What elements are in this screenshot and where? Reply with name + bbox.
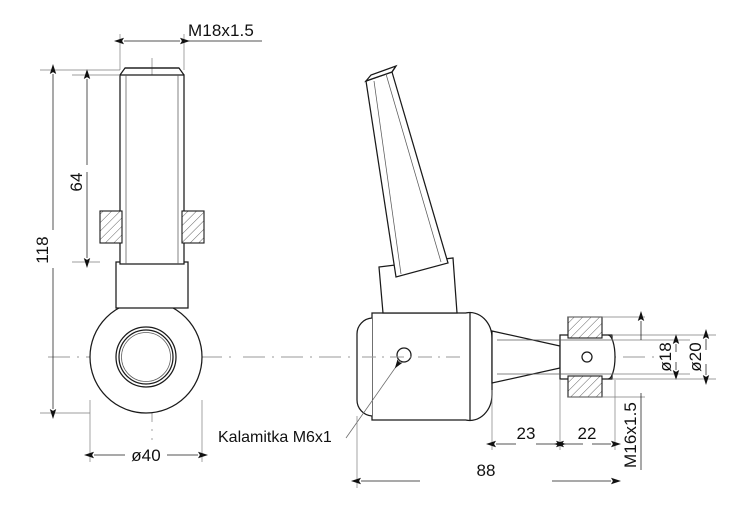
lever-far-edge bbox=[385, 73, 442, 263]
dim-label-thread-end: M16x1.5 bbox=[621, 402, 640, 468]
body-left-rounded-cap bbox=[356, 317, 373, 417]
dim-label-overall-height: 118 bbox=[33, 236, 52, 263]
lever-arm bbox=[365, 71, 449, 278]
threaded-shank bbox=[559, 334, 613, 380]
grease-nipple-circle bbox=[396, 347, 412, 363]
front-view-geometry bbox=[48, 58, 232, 440]
grease-nipple-leader bbox=[345, 359, 403, 439]
body-block bbox=[371, 312, 471, 421]
eye-bore-circle bbox=[121, 332, 171, 382]
shank-nut-section-top bbox=[567, 316, 603, 339]
lever-inner-edge bbox=[373, 80, 402, 275]
front-view-dimensions: M18x1.5 64 118 ø40 bbox=[33, 21, 262, 465]
side-view-geometry bbox=[243, 64, 660, 422]
lever-top-edge bbox=[391, 65, 397, 73]
dim-label-shank-length-b: 22 bbox=[577, 424, 596, 443]
shank-cross-hole bbox=[581, 351, 593, 363]
dim-label-shank-diameter-inner: ø18 bbox=[656, 342, 675, 372]
dim-label-thread-top: M18x1.5 bbox=[188, 21, 254, 40]
dim-label-eye-diameter: ø40 bbox=[131, 446, 161, 465]
shank-end-cap bbox=[607, 334, 616, 380]
dim-label-stem-length: 64 bbox=[67, 172, 86, 191]
dim-label-shank-length-a: 23 bbox=[516, 424, 535, 443]
nut-section-right bbox=[181, 210, 205, 244]
tapered-cone bbox=[491, 330, 561, 384]
dim-label-overall-length: 88 bbox=[476, 461, 495, 480]
dim-label-shank-diameter-outer: ø20 bbox=[686, 342, 705, 372]
stem-collar bbox=[115, 261, 189, 309]
side-view-dimensions: Kalamitka M6x1 23 22 88 ø18 bbox=[218, 311, 716, 488]
annotation-grease-nipple: Kalamitka M6x1 bbox=[218, 429, 332, 446]
shank-nut-section-bottom bbox=[567, 375, 603, 398]
nut-section-left bbox=[99, 210, 123, 244]
stem-shaft bbox=[119, 74, 185, 265]
